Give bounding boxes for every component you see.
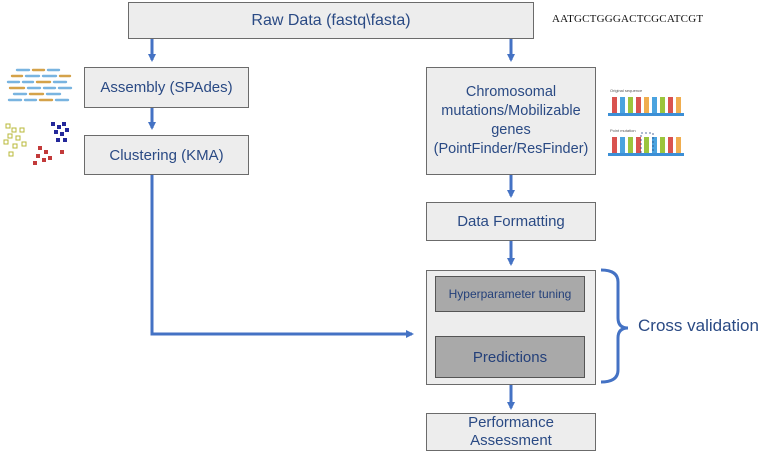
- assembly-node: Assembly (SPAdes): [84, 67, 249, 108]
- mutations-line-2: mutations/Mobilizable: [441, 103, 581, 119]
- performance-line-2: Assessment: [470, 432, 552, 449]
- clustering-label: Clustering (KMA): [109, 146, 224, 164]
- performance-line-1: Performance: [468, 414, 554, 431]
- arrow-clustering-to-cv: [150, 175, 414, 338]
- raw-data-node: Raw Data (fastq\fasta): [128, 2, 534, 39]
- clustering-node: Clustering (KMA): [84, 135, 249, 175]
- sequence-text: AATGCTGGGACTCGCATCGT: [552, 13, 704, 25]
- data-formatting-label: Data Formatting: [457, 213, 565, 230]
- hyperparameter-node: Hyperparameter tuning: [435, 276, 585, 312]
- mutations-line-3: genes: [491, 122, 531, 138]
- original-sequence-caption: Original sequence: [610, 88, 643, 93]
- mutations-line-4: (PointFinder/ResFinder): [433, 141, 589, 157]
- cv-bracket: [600, 268, 629, 384]
- assembly-label: Assembly (SPAdes): [100, 79, 233, 96]
- predictions-label: Predictions: [472, 348, 548, 366]
- point-mutation-caption: Point mutation: [610, 128, 636, 133]
- data-formatting-node: Data Formatting: [426, 202, 596, 241]
- hyperparameter-label: Hyperparameter tuning: [448, 286, 572, 301]
- mutations-node: Chromosomal mutations/Mobilizable genes …: [426, 67, 596, 175]
- predictions-node: Predictions: [435, 336, 585, 378]
- cross-validation-label: Cross validation: [638, 316, 759, 335]
- mutations-line-1: Chromosomal: [465, 84, 557, 100]
- raw-data-label: Raw Data (fastq\fasta): [251, 12, 411, 29]
- performance-node: Performance Assessment: [426, 413, 596, 451]
